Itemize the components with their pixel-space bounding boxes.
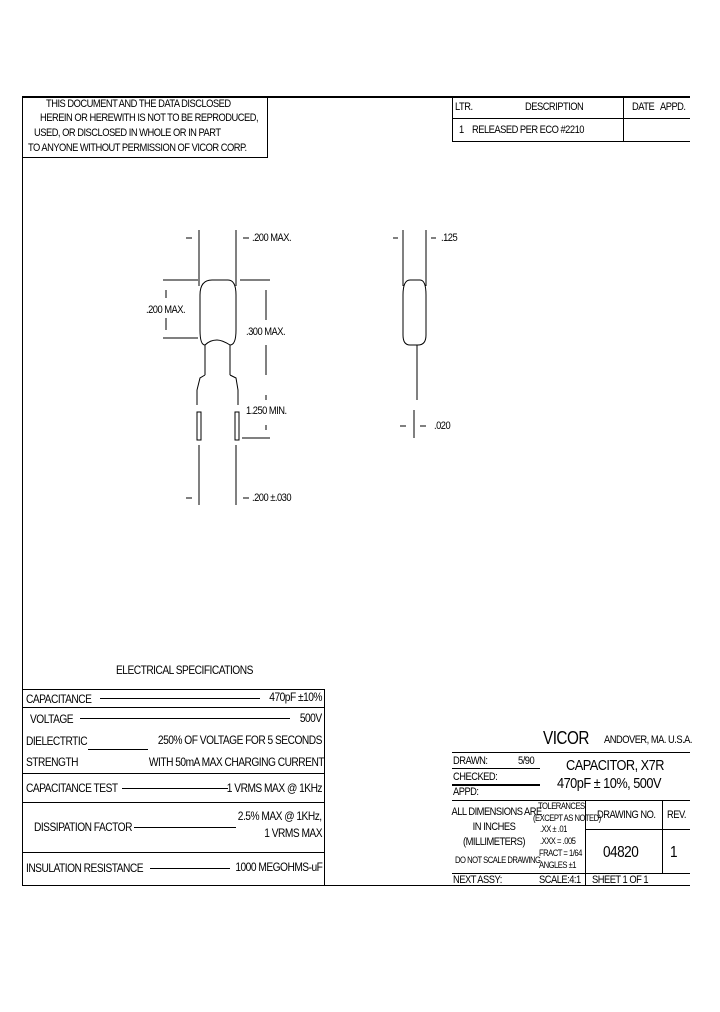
units-line-2: IN INCHES [472, 821, 516, 833]
cap-test-value: 1 VRMS MAX @ 1KHz [226, 781, 323, 795]
title-line-1: CAPACITOR, X7R [566, 757, 664, 774]
rev-label: REV. [667, 809, 686, 821]
tolerance-line: ANGLES ±1 [539, 860, 577, 870]
tolerance-line: .XXX = .005 [540, 836, 576, 846]
notice-line: TO ANYONE WITHOUT PERMISSION OF VICOR CO… [28, 142, 247, 154]
voltage-value: 500V [300, 711, 322, 725]
frame-left [22, 96, 23, 886]
cap-test-label: CAPACITANCE TEST [26, 781, 118, 795]
checked-label: CHECKED: [453, 771, 498, 783]
specs-title: ELECTRICAL SPECIFICATIONS [116, 663, 253, 677]
company-name: VICOR [543, 728, 589, 748]
next-assy-label: NEXT ASSY: [453, 874, 502, 886]
rev-header-ltr: LTR. [455, 101, 473, 113]
insulation-value: 1000 MEGOHMS-uF [234, 860, 323, 874]
dim-lead-diameter: .020 [434, 420, 451, 432]
capacitance-value: 470pF ±10% [269, 690, 322, 704]
tolerance-line: FRACT = 1/64 [539, 848, 582, 858]
notice-border [267, 96, 268, 157]
dim-body-length: .300 MAX. [246, 326, 286, 338]
dim-body-height: .200 MAX. [146, 304, 186, 316]
rev-header-appd: APPD. [660, 101, 686, 113]
dim-lead-length: 1.250 MIN. [246, 405, 287, 417]
tolerance-line: .XX ± .01 [540, 824, 567, 834]
dissipation-label: DISSIPATION FACTOR [34, 820, 132, 834]
units-line-1: ALL DIMENSIONS ARE [451, 806, 543, 818]
drawn-value: 5/90 [518, 755, 535, 767]
dim-lead-spacing-bottom: .200 ±.030 [252, 492, 292, 504]
dissipation-value-2: 1 VRMS MAX [264, 826, 322, 840]
frame-top [22, 96, 690, 98]
voltage-label: VOLTAGE [30, 712, 74, 726]
notice-border [22, 157, 268, 158]
rev-row-ltr: 1 [459, 124, 464, 136]
dielectric-value-1: 250% OF VOLTAGE FOR 5 SECONDS [158, 733, 322, 747]
sheet-label: SHEET 1 OF 1 [592, 874, 649, 886]
tolerance-line: (EXCEPT AS NOTED) [533, 813, 601, 823]
insulation-label: INSULATION RESISTANCE [26, 861, 144, 875]
front-view [163, 230, 270, 505]
scale-label: SCALE:4:1 [539, 874, 581, 886]
capacitance-label: CAPACITANCE [26, 692, 92, 706]
dim-lead-spacing-top: .200 MAX. [252, 232, 292, 244]
dissipation-value-1: 2.5% MAX @ 1KHz, [238, 809, 322, 823]
appd-label: APPD: [453, 786, 479, 798]
title-line-2: 470pF ± 10%, 500V [557, 775, 661, 792]
dielectric-label-2: STRENGTH [26, 755, 79, 769]
no-scale-note: DO NOT SCALE DRAWING [455, 855, 541, 865]
company-location: ANDOVER, MA. U.S.A. [604, 734, 692, 746]
side-view [393, 230, 436, 438]
dielectric-label-1: DIELECTRTIC [26, 734, 88, 748]
rev-header-date: DATE [632, 101, 655, 113]
drawing-number: 04820 [603, 844, 639, 861]
notice-line: USED, OR DISCLOSED IN WHOLE OR IN PART [34, 127, 221, 139]
rev-number: 1 [670, 844, 678, 861]
dielectric-value-2: WITH 50mA MAX CHARGING CURRENT [148, 755, 325, 769]
drawing-no-label: DRAWING NO. [597, 809, 656, 821]
rev-row-description: RELEASED PER ECO #2210 [472, 124, 584, 136]
units-line-3: (MILLIMETERS) [463, 836, 525, 848]
tolerance-title: TOLERANCES [538, 801, 585, 811]
notice-line: HEREIN OR HEREWITH IS NOT TO BE REPRODUC… [40, 112, 259, 124]
dim-thickness: .125 [441, 232, 458, 244]
rev-header-description: DESCRIPTION [525, 101, 584, 113]
notice-line: THIS DOCUMENT AND THE DATA DISCLOSED [46, 98, 231, 110]
drawn-label: DRAWN: [453, 755, 488, 767]
frame-bottom [22, 885, 690, 886]
